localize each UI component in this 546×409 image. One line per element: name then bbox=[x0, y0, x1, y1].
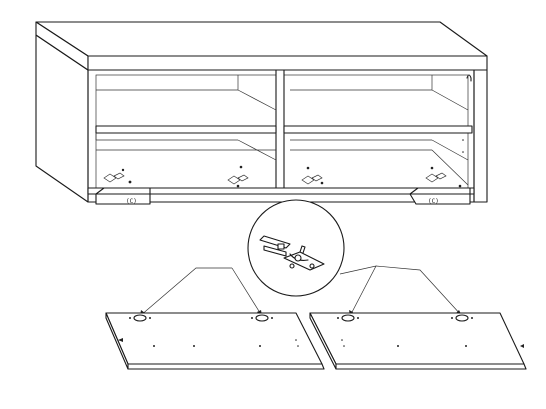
hinge-plate-icon bbox=[227, 165, 249, 188]
hinge-detail-magnifier bbox=[247, 199, 345, 297]
hinge-cup-hole bbox=[255, 314, 269, 322]
cabinet-right-side bbox=[473, 69, 488, 203]
right-door-panel bbox=[309, 312, 527, 370]
left-leg: (C) bbox=[95, 187, 151, 205]
right-leg: (C) bbox=[409, 187, 471, 205]
hinge-plate-icon bbox=[103, 168, 132, 184]
hinge-plate-icon bbox=[301, 166, 324, 185]
cabinet-top-front-edge bbox=[87, 55, 488, 71]
left-shelf bbox=[95, 125, 277, 161]
right-leg-marking: (C) bbox=[428, 198, 439, 205]
right-shelf bbox=[283, 125, 473, 161]
cabinet-center-divider bbox=[275, 69, 285, 189]
tv-cabinet: (C) (C) bbox=[35, 21, 488, 205]
left-leg-marking: (C) bbox=[126, 198, 137, 205]
cabinet-top-panel bbox=[35, 21, 488, 57]
hinge-hook-icon bbox=[466, 74, 472, 82]
hinge-cup-hole bbox=[341, 314, 355, 322]
hinge-cup-hole bbox=[133, 314, 147, 322]
hinge-icon bbox=[259, 235, 325, 271]
left-door-panel bbox=[105, 312, 325, 370]
cabinet-bottom-panel bbox=[87, 149, 475, 195]
hinge-cup-hole bbox=[455, 314, 469, 322]
hinge-plate-icon bbox=[425, 166, 462, 188]
